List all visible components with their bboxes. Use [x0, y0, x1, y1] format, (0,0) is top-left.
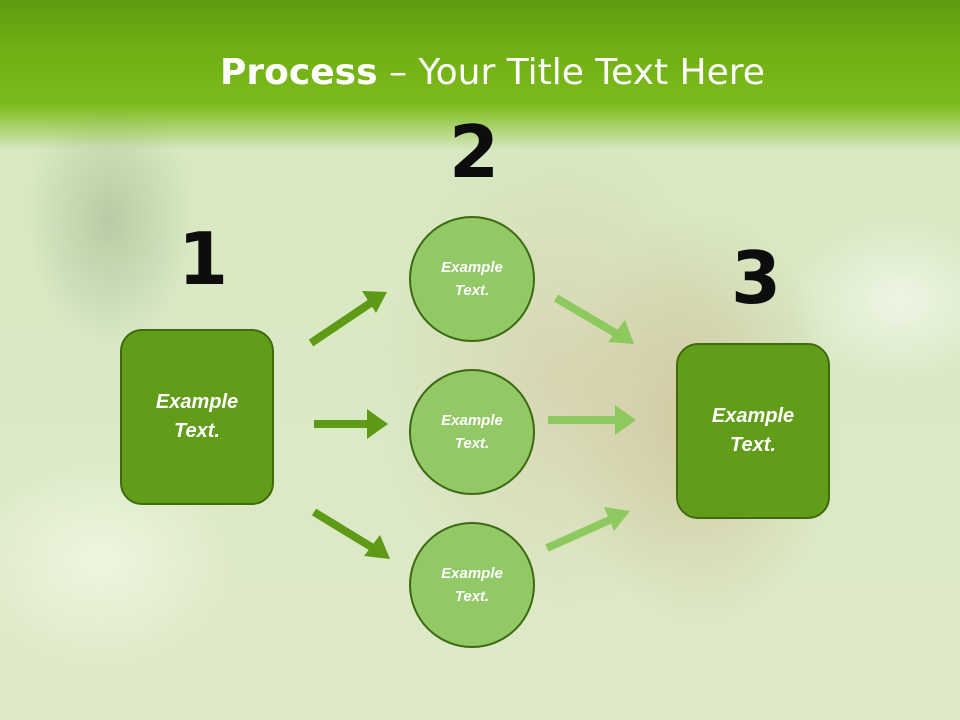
arrow-1-to-bottom — [311, 508, 390, 559]
step-box-1: Example Text. — [120, 329, 274, 505]
title-bold: Process — [220, 52, 378, 93]
step-circle-middle-text: Example Text. — [441, 412, 503, 452]
title-bar — [0, 0, 960, 150]
step-circle-top-text: Example Text. — [441, 259, 503, 299]
arrow-top-to-3 — [553, 294, 634, 344]
step-number-3: 3 — [731, 236, 782, 320]
arrow-1-to-top — [308, 291, 387, 347]
title-rest: – Your Title Text Here — [377, 52, 765, 93]
step-circle-middle: Example Text. — [409, 369, 535, 495]
step-circle-top: Example Text. — [409, 216, 535, 342]
step-box-3: Example Text. — [676, 343, 830, 519]
arrow-middle-to-3 — [548, 405, 636, 435]
arrow-bottom-to-3 — [545, 507, 630, 552]
step-circle-bottom-text: Example Text. — [441, 565, 503, 605]
step-box-1-text: Example Text. — [155, 391, 239, 442]
step-box-3-text: Example Text. — [711, 405, 795, 456]
slide-title: Process – Your Title Text Here — [0, 52, 960, 93]
step-number-1: 1 — [178, 217, 229, 301]
step-circle-bottom: Example Text. — [409, 522, 535, 648]
step-number-2: 2 — [449, 110, 500, 194]
arrow-1-to-middle — [314, 409, 388, 439]
